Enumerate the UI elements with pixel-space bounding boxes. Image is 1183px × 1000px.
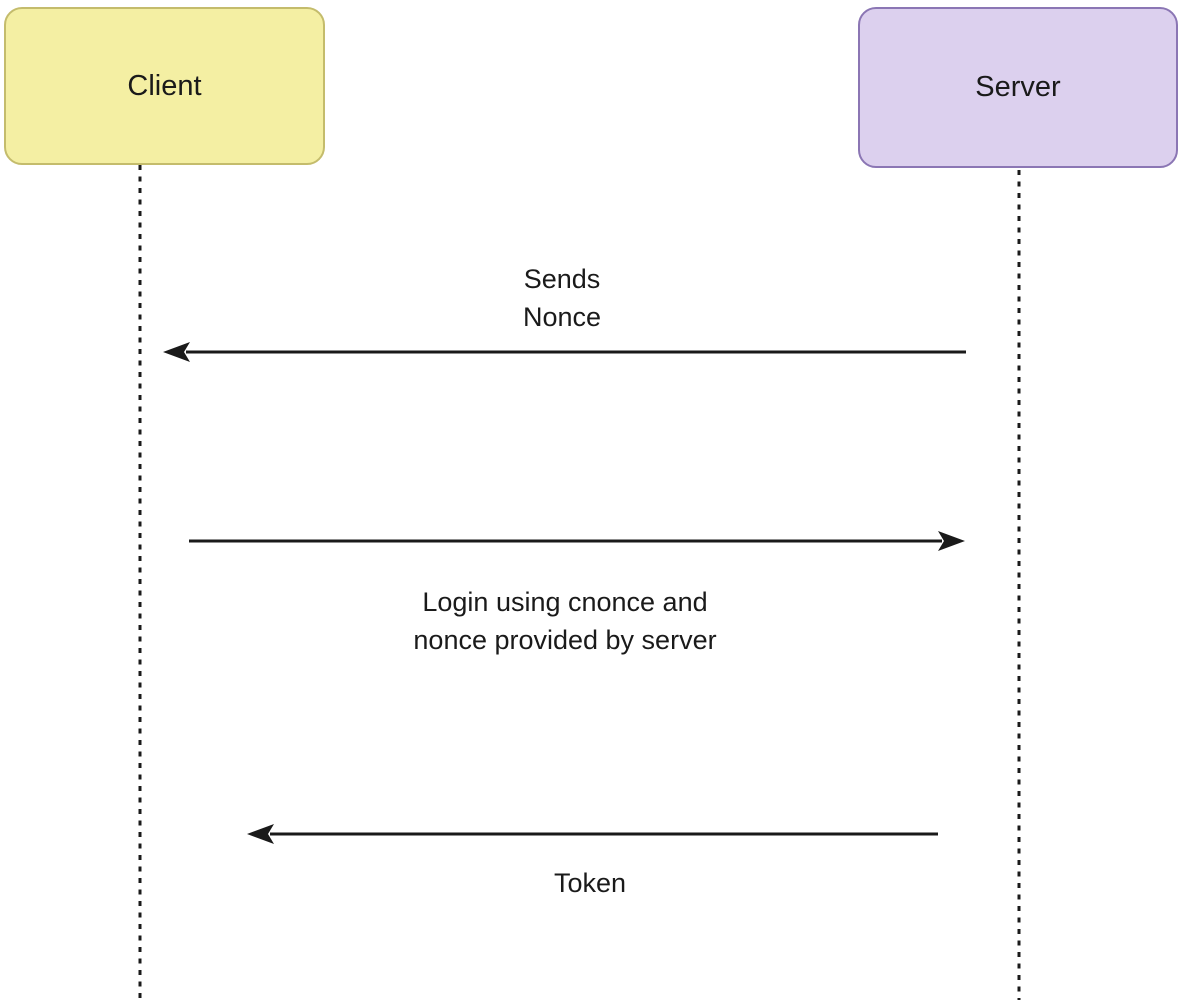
arrowhead-left-icon	[247, 824, 274, 844]
message-label-sends-nonce: Sends Nonce	[412, 260, 712, 336]
message-label-line: Nonce	[522, 302, 602, 332]
message-label-login: Login using cnonce and nonce provided by…	[365, 583, 765, 659]
actor-server-label: Server	[975, 71, 1061, 103]
message-label-line: Token	[553, 868, 627, 898]
message-label-line: Login using cnonce and	[422, 587, 708, 617]
actor-client-label: Client	[127, 69, 202, 102]
actor-box-client: Client	[4, 7, 325, 165]
message-label-token: Token	[490, 864, 690, 902]
actor-box-server: Server	[858, 7, 1178, 168]
arrowhead-right-icon	[938, 531, 965, 551]
message-label-line: Sends	[523, 264, 601, 294]
message-label-line: nonce provided by server	[413, 625, 717, 655]
arrowhead-left-icon	[163, 342, 190, 362]
